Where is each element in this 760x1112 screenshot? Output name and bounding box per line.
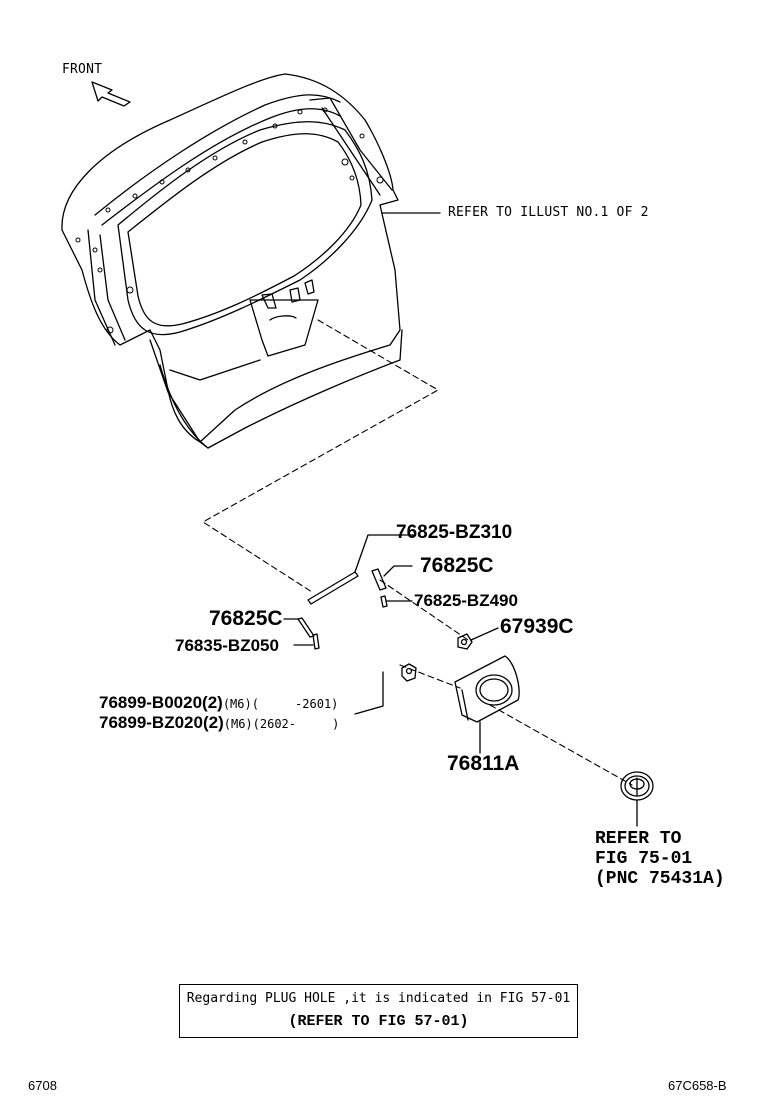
bolt1-spec: (M6)( -2601) (222, 697, 339, 711)
emblem-refer-line3: (PNC 75431A) (595, 869, 725, 889)
bolt2-number: 76899-BZ020(2) (99, 713, 224, 732)
part-label-76835-BZ050: 76835-BZ050 (175, 636, 279, 655)
emblem-refer-line1: REFER TO (595, 829, 682, 849)
clip-76825-BZ490 (380, 595, 413, 608)
part-label-76825-BZ490: 76825-BZ490 (414, 591, 518, 610)
part-label-76825-BZ310: 76825-BZ310 (396, 522, 513, 543)
part-label-76825C-left: 76825C (209, 607, 283, 630)
emblem-refer-line2: FIG 75-01 (595, 849, 693, 869)
clip-76825C-right (371, 565, 413, 591)
bolt-76899 (354, 663, 417, 715)
front-arrow-icon (91, 81, 131, 107)
plug-hole-note-box: Regarding PLUG HOLE ,it is indicated in … (179, 984, 578, 1038)
nut-67939C (457, 627, 499, 650)
clip-76835-BZ050 (293, 633, 320, 650)
footer-figure-code: 67C658-B (668, 1078, 727, 1093)
part-label-76899-B0020: 76899-B0020(2)(M6)( -2601) (99, 694, 338, 711)
note-line2: (REFER TO FIG 57-01) (288, 1013, 469, 1030)
footer-page-code: 6708 (28, 1078, 57, 1093)
part-label-76899-BZ020: 76899-BZ020(2)(M6)(2602- ) (99, 714, 339, 731)
emblem-icon (620, 771, 654, 827)
part-label-76825C-right: 76825C (420, 554, 494, 577)
part-label-76811A: 76811A (447, 752, 520, 775)
note-line1: Regarding PLUG HOLE ,it is indicated in … (186, 991, 571, 1006)
refer-illust-label: REFER TO ILLUST NO.1 OF 2 (448, 205, 649, 220)
bolt1-number: 76899-B0020(2) (99, 693, 223, 712)
bolt2-spec: (M6)(2602- ) (223, 717, 340, 731)
front-label: FRONT (62, 62, 103, 77)
back-door-panel (61, 73, 403, 449)
garnish-76811A (454, 655, 520, 754)
molding-strip-76825-BZ310 (307, 534, 414, 605)
clip-76825C-left (283, 617, 315, 638)
part-label-67939C: 67939C (500, 615, 574, 638)
